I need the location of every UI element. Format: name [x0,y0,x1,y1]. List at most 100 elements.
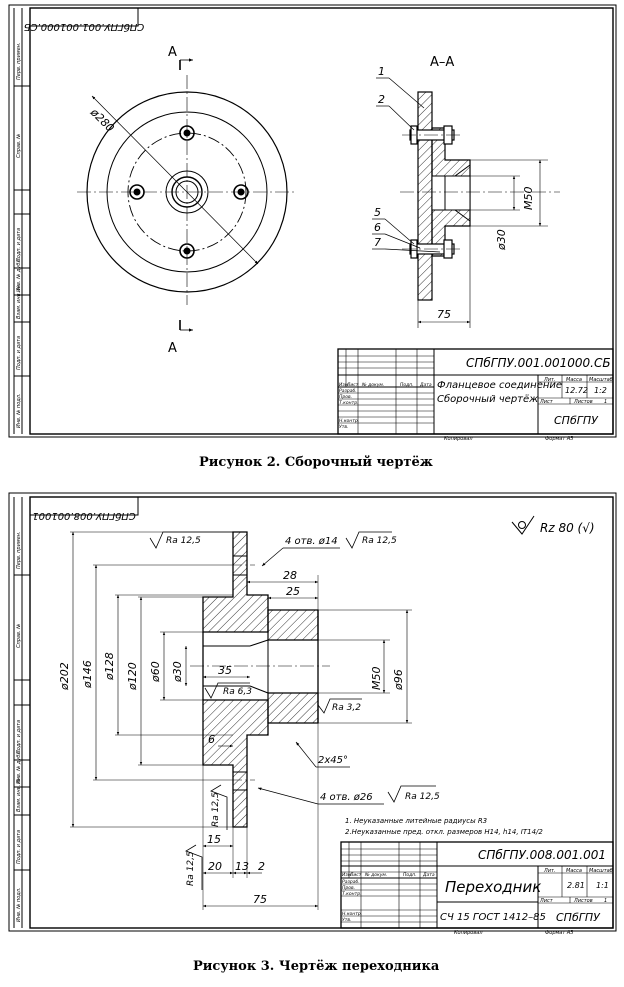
balloon-2: 2 [378,93,385,106]
tb3-scale: Масштаб [589,868,613,874]
rotated-code-fig2: СПбГПУ.001.001000.СБ [24,21,145,33]
roughness-general-text: Rz 80 (√) [540,521,595,535]
balloon-7: 7 [374,236,381,249]
tb2-scale-value: 1:2 [594,386,607,395]
tb2-sheet: Лист [539,399,554,405]
tb3-role-4: Н.контр. [342,911,362,917]
dim-28: 28 [283,569,297,582]
side-label-5: Взам. инв. № [16,285,22,319]
tb3-copied: Копировал [454,930,483,936]
flange-section-view: А–А M50 ø30 [372,55,560,328]
horizontal-dimensions-top: 28 25 35 6 [203,569,319,748]
tb2-mass-value: 12.72 [565,386,588,395]
title-block-fig3: Изм. Лист № докум. Подп. Дата Разраб. Пр… [340,841,614,936]
tb3-izm: Изм. [342,872,353,878]
tb2-role-2: Пров. [339,394,352,400]
figure-2-assembly-drawing: Перв. примен. Справ. № Подп. и дата Инв.… [8,4,617,470]
side-label-7: Инв. № подл. [16,394,22,429]
tb2-sheets: Листов [573,399,593,405]
dim-d202: ø202 [58,662,71,691]
rotated-code-fig3: СПбГПУ.008.001001 [32,510,135,522]
tb2-mass: Масса [566,377,582,383]
side3-label-1: Перв. примен. [16,531,22,569]
plate-left [417,91,433,301]
tb3-role-3: Т.контр. [342,891,362,897]
tb2-copied: Копировал [444,436,473,442]
ra-3: Ra 6,3 [223,687,252,697]
title-block-fig2: Изм. Лист № докум. Подп. Дата Разраб. Пр… [337,348,614,442]
holes-bottom: 4 отв. ø26 [320,792,373,803]
side-strip-fig3: Перв. примен. Справ. № Подп. и дата Инв.… [13,497,30,928]
side-strip-fig2: Перв. примен. Справ. № Подп. и дата Инв.… [13,8,30,434]
tb3-role-1: Разраб. [342,879,360,885]
tb2-date: Дата [419,382,432,388]
tb3-org: СПбГПУ [556,911,601,924]
tb3-date: Дата [422,872,435,878]
side-label-1: Перв. примен. [16,42,22,80]
figure-3-part-drawing: Перв. примен. Справ. № Подп. и дата Инв.… [8,492,617,974]
tb2-format: Формат А3 [545,436,573,442]
balloon-5: 5 [374,206,381,219]
right-dimensions: M50 ø96 [318,609,412,724]
tb3-mass-value: 2.81 [567,881,585,890]
tb2-code: СПбГПУ.001.001000.СБ [466,356,611,370]
vertical-dimensions: ø202 ø146 ø128 ø120 ø60 ø30 [58,531,233,828]
tb3-list-col: Лист [349,872,362,878]
tb3-role-5: Утв. [342,917,351,923]
ra-6: Ra 12,5 [211,792,221,827]
ra-2: Ra 12,5 [362,536,397,546]
ra-5: Ra 12,5 [405,792,440,802]
tb3-sheet: Лист [539,898,554,904]
balloon-1: 1 [378,65,385,78]
tb2-doc: № докум. [361,382,384,388]
tb3-sign: Подп. [403,872,417,878]
tb2-role-3: Т.контр. [339,400,359,406]
dim-d146: ø146 [81,660,94,689]
tb2-lit: Лит. [543,377,556,383]
tb3-material: СЧ 15 ГОСТ 1412–85 [440,912,546,923]
side3-label-7: Инв. № подл. [16,888,22,923]
tb2-list-col: Лист [346,382,359,388]
tb2-name-2: Сборочный чертёж [437,393,538,405]
tb3-lit: Лит. [543,868,556,874]
tb2-role-1: Разраб. [339,388,357,394]
side-label-3: Подп. и дата [16,228,22,262]
balloon-6: 6 [374,221,381,234]
dim-d30: ø30 [495,229,508,251]
section-marker-top: А [168,45,177,60]
tb3-name: Переходник [445,878,541,896]
ra-4: Ra 3,2 [332,703,361,713]
tb3-mass: Масса [566,868,582,874]
side3-label-5: Взам. инв. № [16,778,22,812]
adapter-section [190,531,330,828]
holes-top: 4 отв. ø14 [285,536,338,547]
side-label-6: Подп. и дата [16,336,22,370]
dim-20: 20 [208,860,222,873]
horizontal-dimensions-bottom: 15 20 13 2 75 [202,723,319,910]
section-marker-bottom: А [168,341,177,356]
flange-front-view: ø280 А А [77,45,297,356]
tb3-code: СПбГПУ.008.001.001 [478,848,606,862]
dim-75-fig2: 75 [437,308,451,321]
dim-13: 13 [235,860,249,873]
dim-35: 35 [218,664,232,677]
dim-2: 2 [258,860,265,873]
side3-label-3: Подп. и дата [16,720,22,754]
tb2-org: СПбГПУ [554,414,599,427]
tb2-sign: Подп. [400,382,414,388]
dim-6: 6 [208,733,215,746]
tb3-doc: № докум. [364,872,387,878]
tb2-role-5: Утв. [339,424,348,430]
side-label-2: Справ. № [16,134,22,158]
side3-label-6: Подп. и дата [16,830,22,864]
tb2-scale: Масштаб [589,377,613,383]
tb3-sheets-value: 1 [604,898,607,904]
dim-d120: ø120 [126,662,139,691]
tb2-role-4: Н.контр. [339,418,359,424]
side-label-4: Инв. № дубл. [16,258,22,292]
ra-7: Ra 12,5 [186,851,196,886]
tb2-name-1: Фланцевое соединение [437,380,562,391]
note-1: 1. Неуказанные литейные радиусы R3 [345,817,487,825]
section-title: А–А [430,55,454,70]
note-2: 2.Неуказанные пред. откл. размеров H14, … [345,828,543,836]
